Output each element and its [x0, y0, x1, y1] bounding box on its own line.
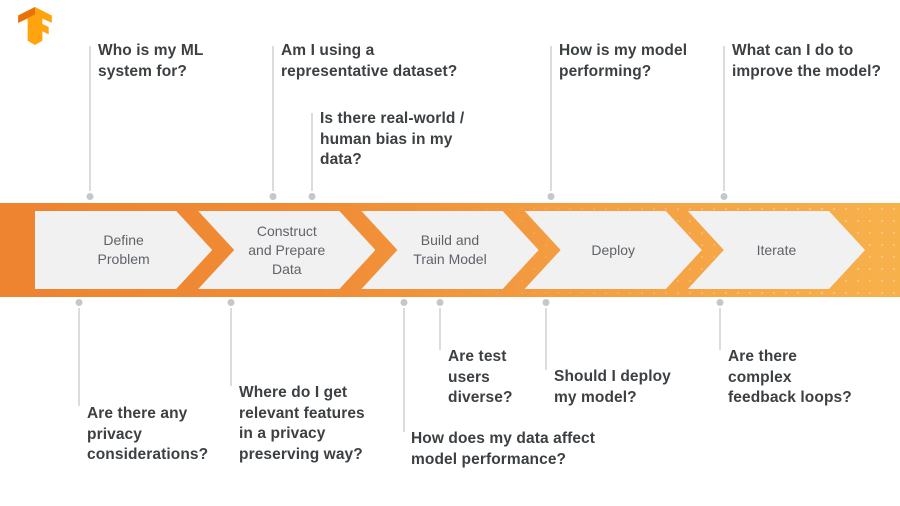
connector-bottom-2	[230, 308, 232, 386]
question-privacy-considerations: Are there any privacy considerations?	[87, 405, 209, 463]
connector-top-3	[311, 113, 313, 191]
stage-iterate: Iterate	[688, 211, 865, 289]
question-improve-the-model: What can I do to improve the model?	[732, 42, 882, 80]
question-who-is-my-ml-system-for: Who is my ML system for?	[98, 42, 204, 80]
connector-top-5	[723, 46, 725, 191]
stage-define-problem: Define Problem	[35, 211, 212, 289]
connector-bottom-4	[403, 308, 405, 432]
process-banner: Define Problem Construct and Prepare Dat…	[0, 203, 900, 297]
stage-label: Construct and Prepare Data	[248, 222, 326, 277]
stage-label: Deploy	[591, 241, 635, 258]
question-should-i-deploy: Should I deploy my model?	[554, 368, 671, 406]
question-privacy-preserving-features: Where do I get relevant features in a pr…	[239, 384, 365, 463]
connector-top-1	[89, 46, 91, 191]
stage-construct-and-prepare-data: Construct and Prepare Data	[198, 211, 375, 289]
question-real-world-human-bias: Is there real-world / human bias in my d…	[320, 110, 465, 168]
process-stages: Define Problem Construct and Prepare Dat…	[35, 211, 865, 289]
stage-build-and-train-model: Build and Train Model	[361, 211, 538, 289]
connector-bottom-1	[78, 308, 80, 406]
question-representative-dataset: Am I using a representative dataset?	[281, 42, 458, 80]
connector-bottom-3	[439, 308, 441, 350]
connector-bottom-5	[545, 308, 547, 370]
connector-top-2	[272, 46, 274, 191]
question-model-performing: How is my model performing?	[559, 42, 688, 80]
connector-top-4	[550, 46, 552, 191]
question-data-affect-performance: How does my data affect model performanc…	[411, 430, 596, 468]
connector-bottom-6	[719, 308, 721, 350]
tensorflow-logo-icon	[18, 7, 52, 45]
question-complex-feedback-loops: Are there complex feedback loops?	[728, 348, 852, 406]
stage-label: Define Problem	[97, 232, 150, 267]
stage-deploy: Deploy	[525, 211, 702, 289]
question-test-users-diverse: Are test users diverse?	[448, 348, 513, 406]
stage-label: Iterate	[756, 241, 797, 258]
stage-label: Build and Train Model	[413, 232, 487, 267]
